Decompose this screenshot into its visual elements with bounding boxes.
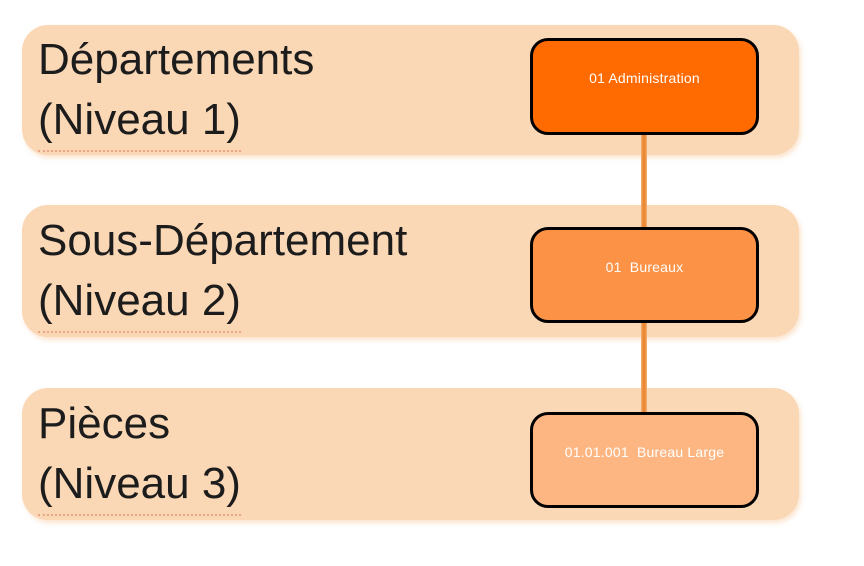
level-1-heading-line-1: Départements — [38, 30, 314, 90]
level-1-title-text: Départements — [38, 35, 315, 84]
node-bureau-large-label: 01.01.001 Bureau Large — [564, 443, 725, 460]
node-administration-label: 01 Administration — [589, 70, 700, 86]
level-2-heading-line-1: Sous-Département — [38, 211, 407, 271]
connector-level2-level3 — [641, 320, 647, 414]
level-3-heading: Pièces (Niveau 3) — [38, 394, 241, 516]
level-2-heading-line-2: (Niveau 2) — [38, 271, 407, 333]
connector-level1-level2 — [641, 133, 647, 230]
level-1-heading-line-2: (Niveau 1) — [38, 90, 314, 152]
level-1-heading: Départements (Niveau 1) — [38, 30, 314, 152]
node-bureau-large: 01.01.001 Bureau Large — [530, 412, 759, 508]
node-bureaux-label: 01 Bureaux — [605, 258, 684, 275]
node-administration: 01 Administration — [530, 38, 759, 135]
level-3-title-text: Pièces — [38, 399, 171, 448]
level-2-title-text: Sous-Département — [38, 216, 408, 265]
level-3-heading-line-1: Pièces — [38, 394, 241, 454]
level-3-heading-line-2: (Niveau 3) — [38, 454, 241, 516]
level-2-heading: Sous-Département (Niveau 2) — [38, 211, 407, 333]
node-bureaux: 01 Bureaux — [530, 227, 759, 323]
level-2-subtitle-text: (Niveau 2) — [38, 271, 241, 333]
level-1-subtitle-text: (Niveau 1) — [38, 90, 241, 152]
level-3-subtitle-text: (Niveau 3) — [38, 454, 241, 516]
